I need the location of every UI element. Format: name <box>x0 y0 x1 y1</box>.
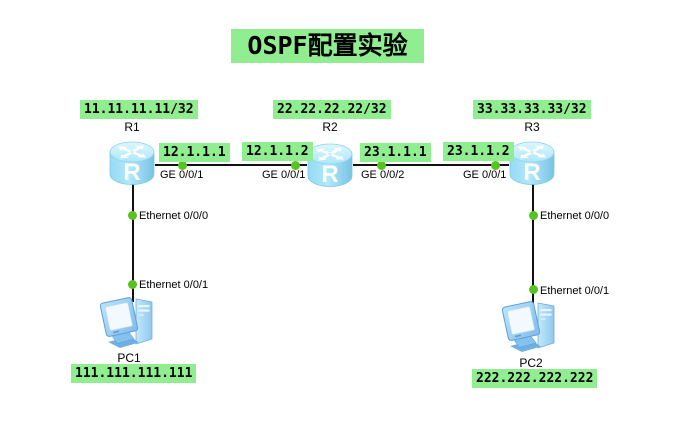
port-dot-r3-ge001 <box>491 161 500 170</box>
r1-eth000-if-label: Ethernet 0/0/0 <box>139 210 209 222</box>
r2-loopback-label: 22.22.22.22/32 <box>273 100 391 119</box>
pc2-eth001-if-label: Ethernet 0/0/1 <box>540 285 610 297</box>
pc2-icon[interactable] <box>502 299 560 355</box>
pc1-icon[interactable] <box>100 295 158 351</box>
link-r1-pc1 <box>132 184 134 302</box>
pc1-eth001-if-label: Ethernet 0/0/1 <box>139 279 209 291</box>
pc2-name: PC2 <box>519 356 543 370</box>
port-dot-r1-eth000 <box>128 211 137 220</box>
r2-ge002-if-label: GE 0/0/2 <box>361 169 405 181</box>
pc1-name: PC1 <box>117 351 141 365</box>
port-dot-r2-ge002 <box>377 161 386 170</box>
r1-ge001-ip-label: 12.1.1.1 <box>159 143 230 162</box>
r2-name: R2 <box>322 120 338 134</box>
r1-loopback-label: 11.11.11.11/32 <box>80 100 198 119</box>
port-dot-pc2-eth001 <box>529 285 538 294</box>
router-r3-icon[interactable] <box>509 141 555 185</box>
link-r1-r2 <box>155 164 307 166</box>
r3-eth000-if-label: Ethernet 0/0/0 <box>540 210 610 222</box>
r3-loopback-label: 33.33.33.33/32 <box>473 100 591 119</box>
r1-name: R1 <box>124 120 140 134</box>
port-dot-r3-eth000 <box>529 211 538 220</box>
r1-ge001-if-label: GE 0/0/1 <box>160 169 204 181</box>
router-r2-icon[interactable] <box>307 143 353 187</box>
pc2-ip-label: 222.222.222.222 <box>472 369 598 388</box>
r3-ge001-if-label: GE 0/0/1 <box>463 169 507 181</box>
r3-ge001-ip-label: 23.1.1.2 <box>443 142 514 161</box>
r2-ge001-ip-label: 12.1.1.2 <box>242 142 313 161</box>
link-r3-pc2 <box>532 184 534 304</box>
port-dot-r2-ge001 <box>291 161 300 170</box>
pc1-ip-label: 111.111.111.111 <box>71 364 197 383</box>
r2-ge001-if-label: GE 0/0/1 <box>262 169 306 181</box>
link-r2-r3 <box>353 164 509 166</box>
r3-name: R3 <box>524 120 540 134</box>
port-dot-r1-ge001 <box>178 161 187 170</box>
r2-ge002-ip-label: 23.1.1.1 <box>360 143 431 162</box>
port-dot-pc1-eth001 <box>128 280 137 289</box>
router-r1-icon[interactable] <box>109 141 155 185</box>
diagram-title: OSPF配置实验 <box>231 29 424 63</box>
